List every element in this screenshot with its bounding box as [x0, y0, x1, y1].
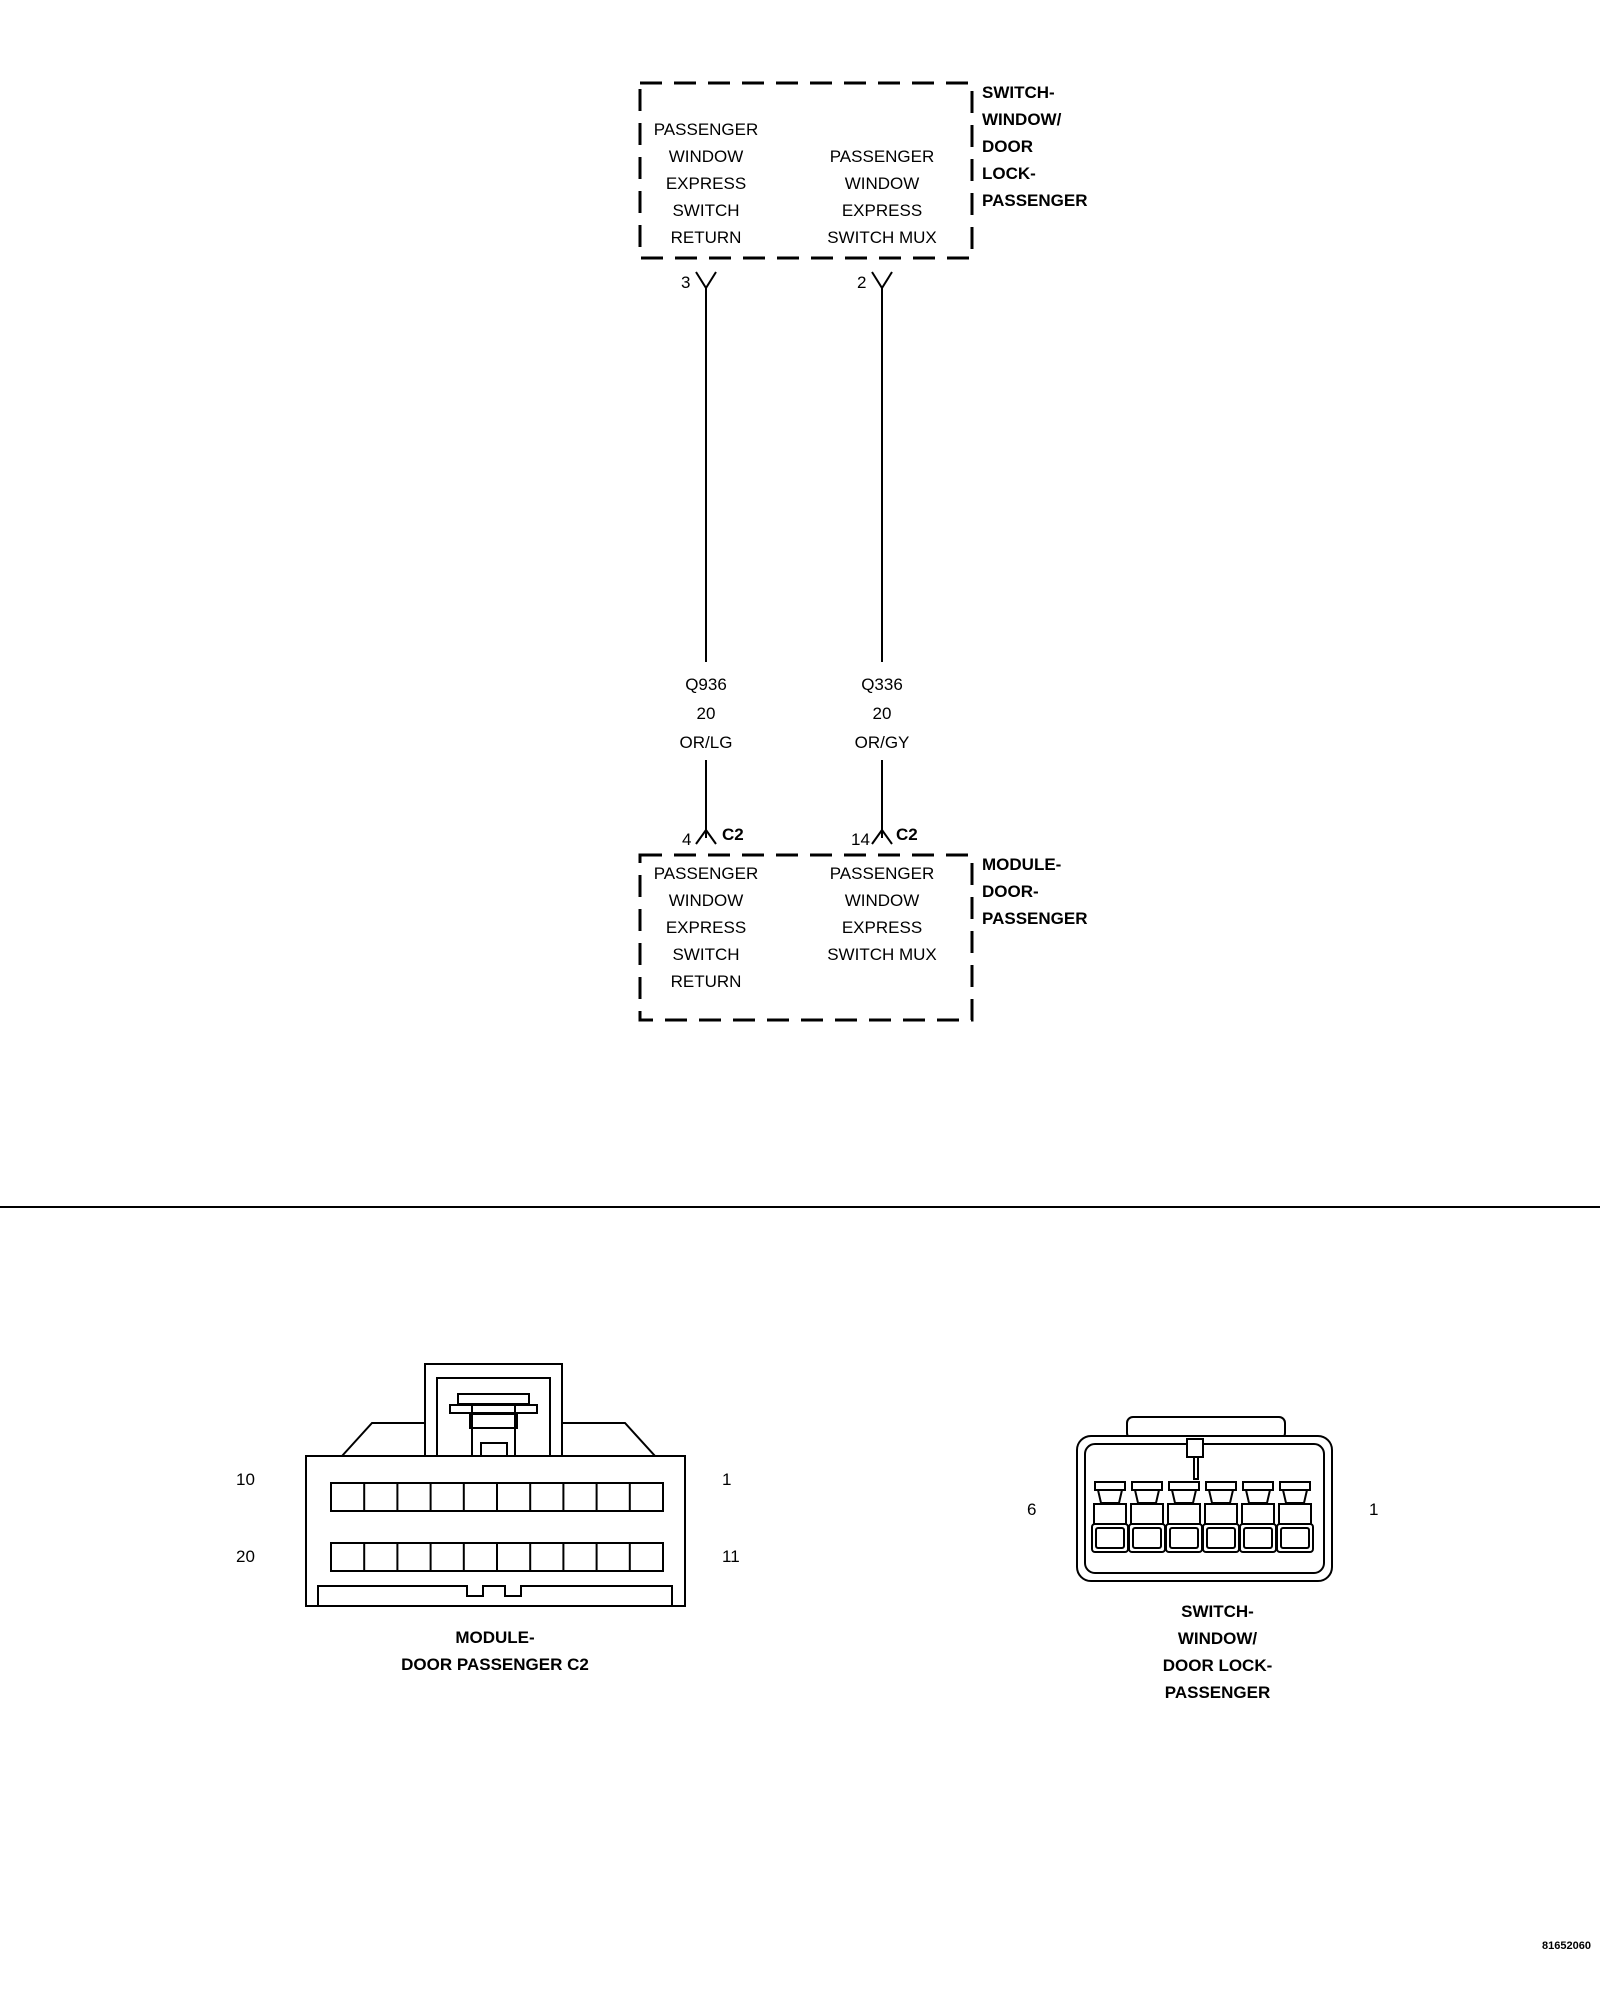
terminal-symbol-pin-3: [695, 271, 717, 290]
figure-id: 81652060: [1542, 1940, 1591, 1952]
module-connector-c2-label-right: C2: [896, 825, 918, 844]
switch-terminal-cavity: [1094, 1481, 1126, 1491]
switch-connector-caption: SWITCH- WINDOW/ DOOR LOCK- PASSENGER: [1162, 1602, 1273, 1702]
switch-connector-pin-6-label: 6: [1027, 1500, 1037, 1519]
switch-component-box: [638, 81, 974, 260]
switch-terminal-cavity: [1130, 1503, 1164, 1525]
switch-terminal-cavity: [1131, 1481, 1163, 1491]
switch-terminal-cavity: [1167, 1503, 1201, 1525]
switch-terminal-cavity: [1093, 1503, 1127, 1525]
switch-terminal-cavity: [1242, 1481, 1274, 1491]
module-connector-c2-label: C2: [722, 825, 744, 844]
module-left-circuit-name: PASSENGER WINDOW EXPRESS SWITCH RETURN: [653, 864, 759, 991]
switch-right-circuit-name: PASSENGER WINDOW EXPRESS SWITCH MUX: [827, 147, 937, 247]
module-c2-pin-10-label: 10: [236, 1470, 255, 1489]
switch-terminal-cavity: [1170, 1489, 1198, 1504]
switch-terminal-cavity: [1133, 1489, 1161, 1504]
module-pin-4-label: 4: [682, 830, 692, 849]
switch-terminal-cavity: [1204, 1503, 1238, 1525]
switch-terminal-cavity: [1096, 1489, 1124, 1504]
terminal-symbol-pin-14: [871, 828, 893, 845]
switch-terminal-cavity: [1280, 1527, 1310, 1549]
switch-terminal-cavity: [1281, 1489, 1309, 1504]
switch-component-title: SWITCH- WINDOW/ DOOR LOCK- PASSENGER: [982, 83, 1088, 210]
switch-terminal-cavity: [1279, 1481, 1311, 1491]
switch-terminal-cavity: [1243, 1527, 1273, 1549]
wire-q936-label: Q936 20 OR/LG: [679, 675, 733, 752]
module-c2-pin-1-label: 1: [722, 1470, 732, 1489]
switch-terminal-cavity: [1207, 1489, 1235, 1504]
switch-terminal-cavity: [1244, 1489, 1272, 1504]
switch-terminal-cavity: [1205, 1481, 1237, 1491]
switch-left-circuit-name: PASSENGER WINDOW EXPRESS SWITCH RETURN: [653, 120, 759, 247]
module-component-title: MODULE- DOOR- PASSENGER: [982, 855, 1088, 928]
module-c2-connector-caption: MODULE- DOOR PASSENGER C2: [401, 1628, 589, 1674]
switch-terminal-cavity: [1169, 1527, 1199, 1549]
module-component-box: [638, 853, 974, 1022]
switch-terminal-cavity: [1241, 1503, 1275, 1525]
terminal-symbol-pin-4: [695, 828, 717, 845]
module-right-circuit-name: PASSENGER WINDOW EXPRESS SWITCH MUX: [827, 864, 937, 964]
switch-connector-pin-1-label: 1: [1369, 1500, 1379, 1519]
switch-terminal-cavity: [1206, 1527, 1236, 1549]
switch-pin-2-label: 2: [857, 273, 867, 292]
switch-terminal-cavity: [1132, 1527, 1162, 1549]
terminal-symbol-pin-2: [871, 271, 893, 290]
switch-terminal-cavity: [1278, 1503, 1312, 1525]
switch-pin-3-label: 3: [681, 273, 691, 292]
module-c2-pin-11-label: 11: [722, 1547, 740, 1566]
wire-q336-label: Q336 20 OR/GY: [854, 675, 910, 752]
module-c2-cavities: [330, 1482, 664, 1572]
module-c2-connector-drawing: [305, 1363, 686, 1607]
module-c2-pin-20-label: 20: [236, 1547, 255, 1566]
module-pin-14-label: 14: [851, 830, 870, 849]
switch-terminal-cavity: [1095, 1527, 1125, 1549]
switch-connector-drawing: [1076, 1416, 1333, 1582]
switch-terminal-cavity: [1168, 1481, 1200, 1491]
